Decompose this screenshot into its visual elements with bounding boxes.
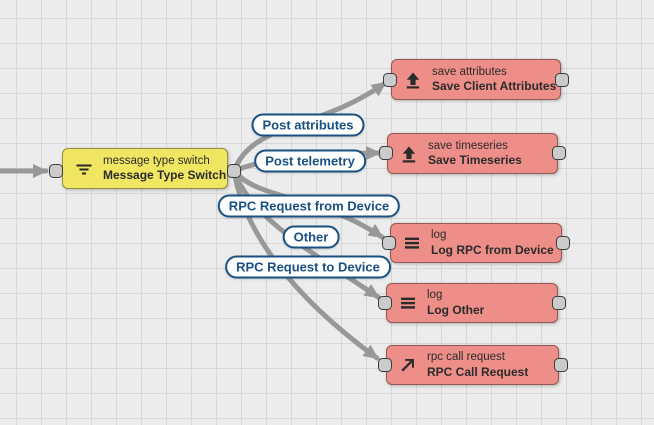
- input-port-save-client-attributes[interactable]: [383, 73, 397, 87]
- node-type-label: log: [431, 229, 447, 242]
- node-type-label: save attributes: [432, 65, 507, 78]
- node-name-label: Message Type Switch: [103, 168, 227, 183]
- node-name-label: Save Timeseries: [428, 153, 522, 168]
- edge-label-post-telemetry[interactable]: Post telemetry: [254, 149, 366, 173]
- node-type-label: rpc call request: [427, 351, 505, 364]
- node-type-label: save timeseries: [428, 139, 508, 152]
- filter-icon: [74, 159, 94, 179]
- node-name-label: RPC Call Request: [427, 364, 529, 379]
- upload-icon: [403, 70, 423, 90]
- edge-label-rpc-request-to-device[interactable]: RPC Request to Device: [225, 255, 391, 279]
- node-name-label: Save Client Attributes: [432, 79, 557, 94]
- edge-label-rpc-request-from-device[interactable]: RPC Request from Device: [217, 194, 401, 218]
- menu-icon: [398, 293, 418, 313]
- output-port-rpc-call-request[interactable]: [554, 358, 568, 372]
- upload-icon: [399, 144, 419, 164]
- input-port-log-rpc-from-device[interactable]: [382, 236, 396, 250]
- output-port-save-client-attributes[interactable]: [555, 73, 569, 87]
- node-log-rpc-from-device[interactable]: log Log RPC from Device: [390, 223, 562, 263]
- node-type-label: log: [427, 289, 443, 302]
- menu-icon: [402, 233, 422, 253]
- output-port-save-timeseries[interactable]: [552, 146, 566, 160]
- node-name-label: Log RPC from Device: [431, 242, 554, 257]
- edge-label-post-attributes[interactable]: Post attributes: [251, 113, 365, 137]
- input-port-message-type-switch[interactable]: [49, 164, 63, 178]
- node-save-client-attributes[interactable]: save attributes Save Client Attributes: [391, 59, 561, 100]
- output-port-message-type-switch[interactable]: [227, 164, 241, 178]
- node-message-type-switch[interactable]: message type switch Message Type Switch: [62, 148, 228, 189]
- input-port-log-other[interactable]: [378, 296, 392, 310]
- node-name-label: Log Other: [427, 302, 485, 317]
- node-log-other[interactable]: log Log Other: [386, 283, 558, 323]
- input-port-save-timeseries[interactable]: [379, 146, 393, 160]
- node-save-timeseries[interactable]: save timeseries Save Timeseries: [387, 133, 558, 174]
- edge-label-other[interactable]: Other: [282, 225, 340, 249]
- node-rpc-call-request[interactable]: rpc call request RPC Call Request: [386, 345, 559, 385]
- output-port-log-rpc-from-device[interactable]: [556, 236, 570, 250]
- node-type-label: message type switch: [103, 154, 210, 167]
- output-port-log-other[interactable]: [552, 296, 566, 310]
- call-made-icon: [398, 355, 418, 375]
- input-port-rpc-call-request[interactable]: [378, 358, 392, 372]
